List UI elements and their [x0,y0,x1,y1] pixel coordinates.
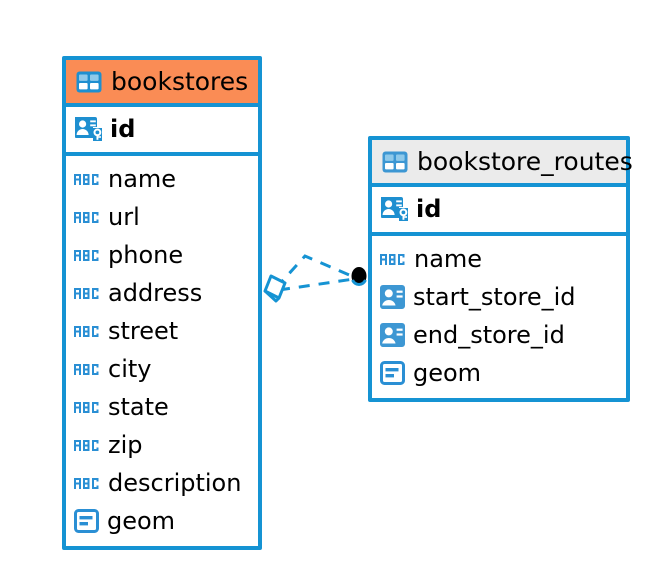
field-row-name[interactable]: name [66,160,258,198]
table-icon [76,71,102,93]
field-label-state: state [108,393,169,421]
field-label-address: address [108,279,203,307]
field-row-address[interactable]: address [66,274,258,312]
field-label-name: name [414,245,483,273]
abc-text-icon [74,361,100,378]
entity-table-bookstores[interactable]: bookstores id [62,56,262,550]
foreign-key-icon [380,323,405,347]
primary-key-section-bookstore-routes: id [372,187,626,236]
relationship-line-lower [278,277,355,292]
field-row-start-store-id[interactable]: start_store_id [372,278,626,316]
field-label-zip: zip [108,431,143,459]
field-label-id: id [416,195,442,223]
field-row-description[interactable]: description [66,464,258,502]
field-label-url: url [108,203,140,231]
foreign-key-icon [380,285,405,309]
abc-text-icon [74,437,100,454]
abc-text-icon [74,475,100,492]
geometry-icon [74,509,99,533]
diamond-endpoint [263,274,287,303]
field-row-url[interactable]: url [66,198,258,236]
table-icon [382,151,408,173]
entity-table-bookstore-routes[interactable]: bookstore_routes [368,136,633,402]
field-label-phone: phone [108,241,184,269]
columns-section-bookstores: name [66,156,258,546]
geometry-icon [380,361,405,385]
field-label-name: name [108,165,177,193]
field-row-state[interactable]: state [66,388,258,426]
filled-circle-endpoint [351,267,367,286]
field-row-phone[interactable]: phone [66,236,258,274]
abc-text-icon [74,323,100,340]
field-label-id: id [110,115,136,143]
field-label-geom: geom [107,507,176,535]
abc-text-icon [74,285,100,302]
field-row-city[interactable]: city [66,350,258,388]
primary-key-icon [74,116,102,142]
field-label-end-store-id: end_store_id [413,321,565,349]
field-row-name[interactable]: name [372,240,626,278]
field-row-geom[interactable]: geom [66,502,258,540]
abc-text-icon [380,251,406,268]
abc-text-icon [74,247,100,264]
field-row-zip[interactable]: zip [66,426,258,464]
columns-section-bookstore-routes: name start_store_id [372,236,626,398]
field-label-street: street [108,317,179,345]
field-label-city: city [108,355,152,383]
field-label-description: description [108,469,242,497]
entity-header-bookstore-routes[interactable]: bookstore_routes [372,140,633,187]
field-label-geom: geom [413,359,482,387]
field-label-start-store-id: start_store_id [413,283,576,311]
field-row-street[interactable]: street [66,312,258,350]
field-row-pk-id[interactable]: id [372,190,626,228]
field-row-end-store-id[interactable]: end_store_id [372,316,626,354]
relationship-line-upper [274,254,355,290]
entity-header-bookstores[interactable]: bookstores [66,60,258,107]
entity-title-bookstore-routes: bookstore_routes [417,147,633,176]
field-row-geom[interactable]: geom [372,354,626,392]
entity-title-bookstores: bookstores [111,67,249,96]
primary-key-section-bookstores: id [66,107,258,156]
abc-text-icon [74,209,100,226]
primary-key-icon [380,196,408,222]
abc-text-icon [74,171,100,188]
abc-text-icon [74,399,100,416]
field-row-pk-id[interactable]: id [66,110,258,148]
